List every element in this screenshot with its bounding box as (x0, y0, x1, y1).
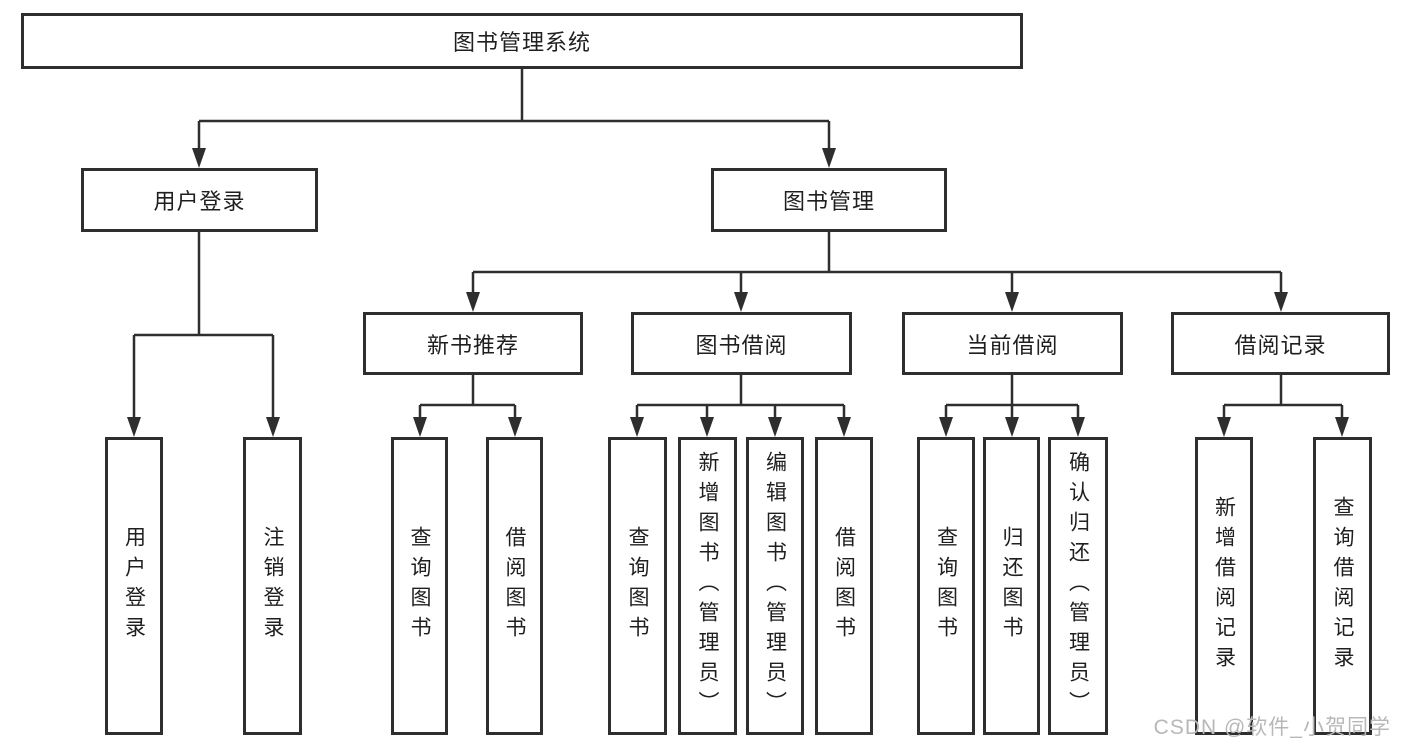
node-add-books-admin: 新增图书（管理员） (678, 437, 737, 735)
node-query-books-borrow: 查询图书 (608, 437, 667, 735)
node-label: 查询图书 (934, 526, 958, 646)
arrow-icon (266, 417, 280, 437)
node-return-books: 归还图书 (983, 437, 1040, 735)
arrow-icon (127, 417, 141, 437)
node-label: 新增图书（管理员） (696, 451, 719, 721)
node-new-book-recommendation: 新书推荐 (363, 312, 583, 375)
node-query-books-current: 查询图书 (917, 437, 975, 735)
arrow-icon (630, 417, 644, 437)
node-label: 查询图书 (626, 526, 649, 646)
node-label: 借阅图书 (832, 526, 856, 646)
arrow-icon (1217, 417, 1231, 437)
node-query-borrow-record: 查询借阅记录 (1313, 437, 1372, 735)
arrow-icon (508, 417, 522, 437)
node-label: 用户登录 (122, 526, 146, 646)
branch-book-borrow-children (635, 375, 846, 420)
arrow-icon (466, 292, 480, 312)
csdn-watermark: CSDN @软件_小贺同学 (1153, 716, 1391, 739)
branch-user-login-children (132, 232, 275, 420)
arrowheads (127, 148, 1349, 437)
node-book-management: 图书管理 (711, 168, 947, 232)
arrow-icon (768, 417, 782, 437)
node-logout-action: 注销登录 (243, 437, 302, 735)
node-user-login-action: 用户登录 (105, 437, 163, 735)
branch-current-borrow-children (944, 375, 1080, 420)
arrow-icon (734, 292, 748, 312)
node-borrow-books: 借阅图书 (815, 437, 873, 735)
branch-borrow-record-children (1222, 375, 1344, 420)
node-book-borrowing: 图书借阅 (631, 312, 852, 375)
node-query-books-recommend: 查询图书 (391, 437, 448, 735)
node-user-login: 用户登录 (81, 168, 318, 232)
arrow-icon (1005, 417, 1019, 437)
node-label: 查询图书 (408, 526, 431, 646)
arrow-icon (1274, 292, 1288, 312)
node-label: 查询借阅记录 (1331, 496, 1354, 676)
node-label: 确认归还（管理员） (1066, 451, 1090, 721)
arrow-icon (939, 417, 953, 437)
arrow-icon (192, 148, 206, 168)
node-edit-books-admin: 编辑图书（管理员） (746, 437, 804, 735)
arrow-icon (1005, 292, 1019, 312)
node-current-borrowing: 当前借阅 (902, 312, 1123, 375)
branch-book-mgmt-to-level3 (471, 232, 1283, 295)
arrow-icon (700, 417, 714, 437)
arrow-icon (822, 148, 836, 168)
node-add-borrow-record: 新增借阅记录 (1195, 437, 1253, 735)
arrow-icon (413, 417, 427, 437)
node-label: 新增借阅记录 (1212, 496, 1236, 676)
node-borrow-books-recommend: 借阅图书 (486, 437, 543, 735)
arrow-icon (1335, 417, 1349, 437)
node-label: 编辑图书（管理员） (763, 451, 787, 721)
arrow-icon (837, 417, 851, 437)
node-borrowing-records: 借阅记录 (1171, 312, 1390, 375)
node-label: 注销登录 (261, 526, 284, 646)
branch-root-to-level2 (197, 69, 831, 151)
node-library-management-system: 图书管理系统 (21, 13, 1023, 69)
node-label: 借阅图书 (503, 526, 526, 646)
arrow-icon (1071, 417, 1085, 437)
branch-new-book-children (418, 375, 517, 420)
node-confirm-return-admin: 确认归还（管理员） (1048, 437, 1108, 735)
node-label: 归还图书 (1000, 526, 1023, 646)
